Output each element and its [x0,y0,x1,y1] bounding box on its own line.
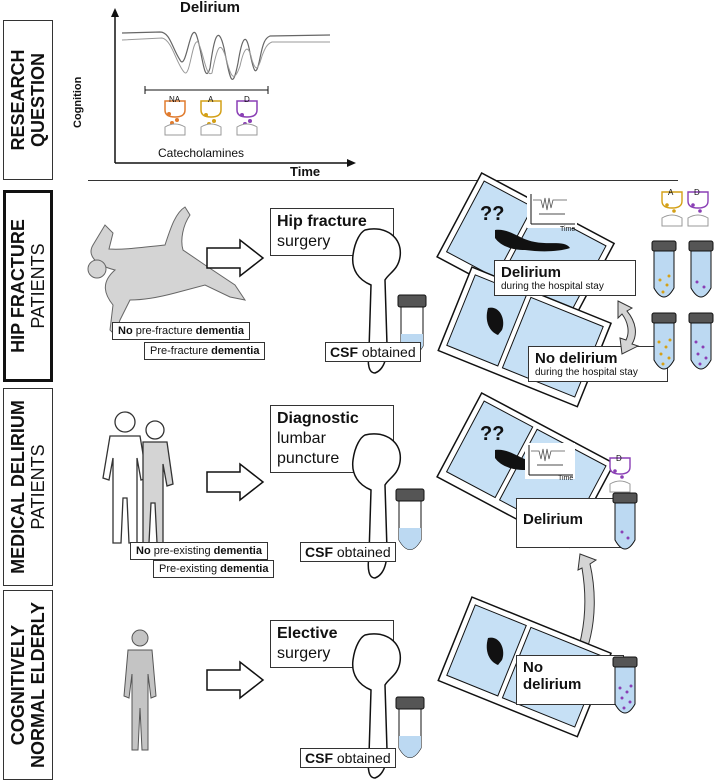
outcome-subtitle: during the hospital stay [535,367,638,378]
mini-cognition-graph [525,443,575,479]
medical-delirium-box: Delirium [516,498,624,548]
procedure-line3: puncture [277,450,340,467]
neuron-label-d-small: D [616,454,622,463]
neuron-label-a: A [208,95,214,104]
research-graph-xlabel: Time [290,164,321,179]
tube-delirium-2 [688,240,714,298]
catecholamines-label: Catecholamines [158,146,245,160]
neuron-label-a-small: A [668,188,674,197]
outcome-title: No delirium [535,350,618,367]
side-label-line1: COGNITIVELY [8,624,28,746]
tube-delirium-1 [651,240,677,298]
csf-tube [395,696,425,758]
outcome-subtitle: during the hospital stay [501,281,604,292]
research-graph-ylabel: Cognition [72,76,84,128]
procedure-line2: lumbar [277,430,326,447]
side-label-line2: PATIENTS [28,444,48,530]
with-dementia-label: Pre-fracture dementia [144,342,266,360]
side-label-line2: NORMAL ELDERLY [28,601,48,769]
normal-no-delirium-box: No delirium [516,655,624,705]
section-divider [88,180,678,181]
medical-csf-label: CSF obtained [300,542,396,562]
research-graph [111,8,356,167]
procedure-title: Hip fracture [277,213,367,230]
outcome-line2: delirium [523,676,582,693]
curved-double-arrow [617,300,640,355]
neuron-dopamine-small [687,191,709,227]
side-label-line1: HIP FRACTURE [8,219,28,353]
neuron-adrenaline [200,100,222,136]
side-label-line2: QUESTION [28,52,48,148]
hip-delirium-box: Delirium during the hospital stay [494,260,636,296]
csf-tube [395,488,425,550]
side-label-line1: MEDICAL DELIRIUM [8,400,28,574]
neuron-dopamine-small [609,457,631,493]
procedure-subtitle: surgery [277,233,331,250]
tube-no-delirium-1 [651,312,677,370]
hip-csf-label: CSF obtained [325,342,421,362]
normal-csf-label: CSF obtained [300,748,396,768]
side-label-line2: PATIENTS [28,243,48,329]
mini-graph-xlabel: Time [560,226,576,233]
mini-cognition-graph [527,192,577,228]
research-graph-title: Delirium [180,0,241,16]
neuron-dopamine [236,100,258,136]
neuron-noradrenaline [164,100,186,136]
procedure-title: Elective [277,625,338,642]
outcome-title: Delirium [523,511,584,528]
tube-no-delirium [612,656,638,714]
procedure-subtitle: surgery [277,645,331,662]
neuron-label-na: NA [169,95,181,104]
neuron-label-d-small: D [694,188,700,197]
tube-delirium [612,492,638,550]
mini-graph-xlabel: Time [558,475,574,482]
arrow-right [206,660,265,700]
two-people-silhouette [102,411,174,544]
neuron-label-d: D [244,95,250,104]
no-dementia-label: No pre-fracture dementia [112,322,250,340]
tube-no-delirium-2 [688,312,714,370]
svg-text:??: ?? [480,203,504,225]
procedure-title: Diagnostic [277,410,359,427]
side-label-line1: RESEARCH [8,49,28,151]
neuron-adrenaline-small [661,191,683,227]
hip-procedure-box: Hip fracture surgery [270,208,394,256]
outcome-title: Delirium [501,264,562,281]
with-dementia-label: Pre-existing dementia [153,560,275,578]
hip-no-delirium-box: No delirium during the hospital stay [528,346,668,382]
standing-person-silhouette [123,629,157,751]
no-dementia-label: No pre-existing dementia [130,542,268,560]
spine-brain-silhouette [351,228,401,374]
spine-brain-silhouette [351,633,401,779]
spine-brain-silhouette [351,433,401,579]
outcome-line1: No [523,659,543,676]
arrow-right [206,462,265,502]
arrow-right [206,238,265,278]
svg-text:??: ?? [480,423,504,445]
